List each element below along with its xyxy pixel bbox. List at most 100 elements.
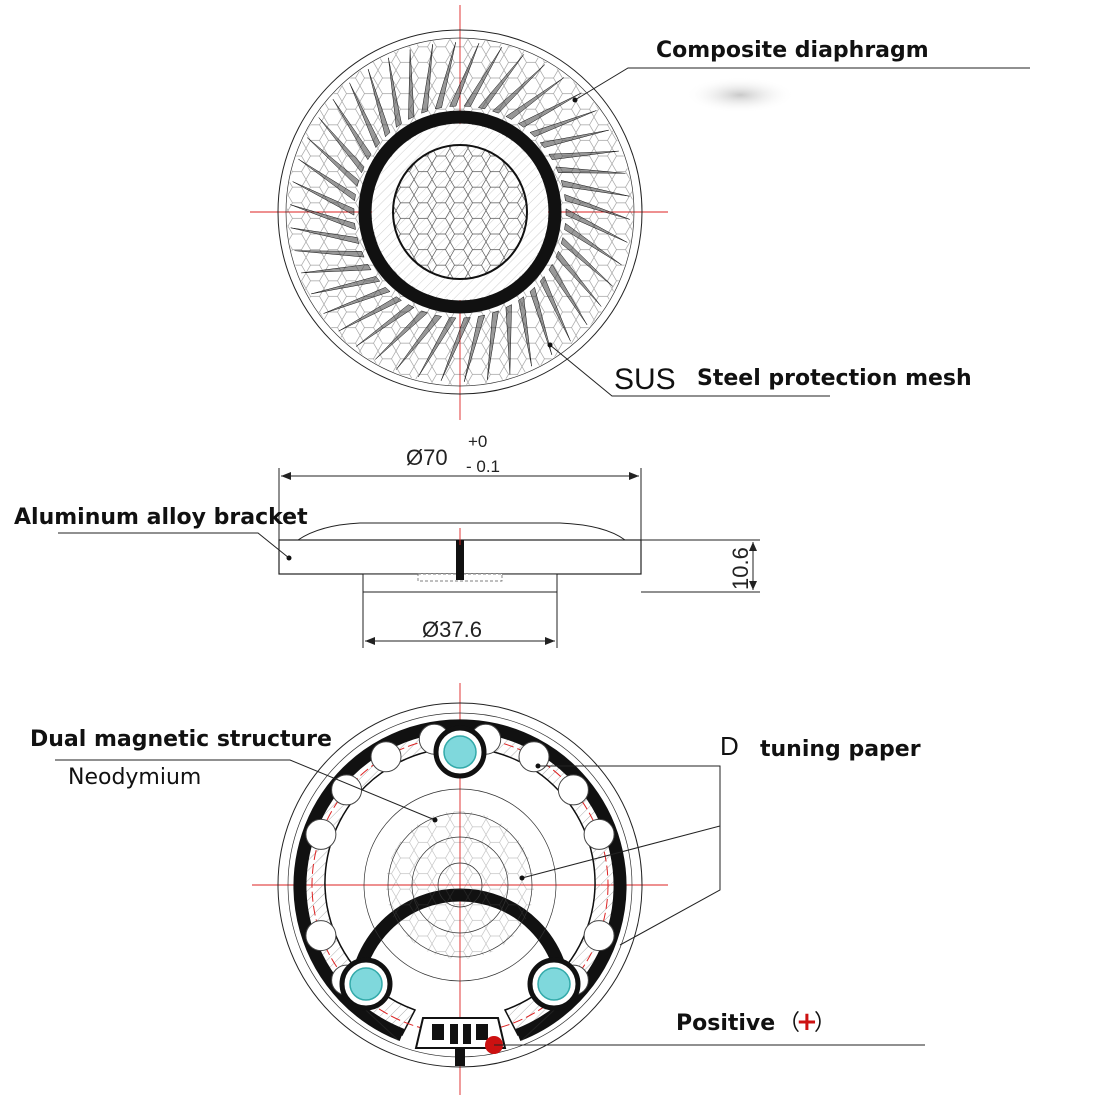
voice-coil-ring xyxy=(358,110,562,314)
blur-smudge xyxy=(685,77,795,113)
diaphragm-rib xyxy=(505,77,565,120)
diaphragm-rib xyxy=(505,304,512,375)
diaphragm-rib xyxy=(529,110,597,137)
positive-label: Positive xyxy=(676,1011,775,1036)
terminal-right xyxy=(527,957,581,1011)
composite-label: Composite diaphragm xyxy=(656,38,929,63)
diaphragm-rib xyxy=(555,250,602,307)
diaphragm-rib xyxy=(492,64,545,114)
sus-dot xyxy=(547,342,553,348)
bottom-view: D tuning paper Dual magnetic structure N… xyxy=(30,683,925,1095)
terminal-block xyxy=(414,1017,507,1066)
tuning-label: tuning paper xyxy=(760,737,921,762)
inner-diameter: Ø37.6 xyxy=(422,617,482,642)
diaphragm-rib xyxy=(555,166,626,174)
diaphragm-rib xyxy=(560,180,630,197)
diaphragm-rib xyxy=(290,204,356,230)
diaphragm-rib xyxy=(565,208,628,243)
sus-leader xyxy=(549,344,830,397)
diaphragm-rib xyxy=(355,304,415,347)
center-ring-3 xyxy=(437,862,483,908)
height-dim: 10.6 xyxy=(728,547,753,590)
diaphragm-rib xyxy=(440,317,471,382)
diaphragm-rib xyxy=(487,310,499,380)
diaphragm-rib xyxy=(367,68,391,138)
bracket-leader xyxy=(58,532,290,559)
vent-hole xyxy=(305,920,337,952)
diaphragm-ribs xyxy=(290,42,630,382)
positive-close-paren: ） xyxy=(814,1011,836,1036)
bottom-outer-rim xyxy=(277,702,643,1068)
sus-label: Steel protection mesh xyxy=(697,366,972,391)
tolerance-upper: +0 xyxy=(468,432,487,451)
diaphragm-rib xyxy=(349,82,381,149)
dome-center xyxy=(392,144,528,280)
outer-rim-inner xyxy=(285,37,635,387)
tuning-leader-1 xyxy=(521,765,721,879)
diaphragm-rib xyxy=(548,263,588,326)
tuning-leader-2 xyxy=(619,826,721,946)
diaphragm-rib xyxy=(311,276,381,295)
center-ring-1 xyxy=(387,812,533,958)
tuning-dot-1 xyxy=(535,763,541,769)
diaphragm-rib xyxy=(318,117,365,174)
diaphragm-rib xyxy=(529,286,553,356)
side-view: Ø70 +0 - 0.1 Aluminum alloy bracket 10.6… xyxy=(14,432,760,648)
diaphragm-rib xyxy=(518,92,582,128)
diaphragm-rib xyxy=(449,42,480,107)
vent-hole xyxy=(583,920,615,952)
diaphragm-rib xyxy=(338,296,402,332)
composite-dot xyxy=(572,97,578,103)
diaphragm-rib xyxy=(463,314,486,382)
diaphragm-rib xyxy=(301,264,372,274)
composite-leader xyxy=(574,67,1030,101)
dome-profile xyxy=(297,522,626,541)
diaphragm-rib xyxy=(434,42,457,110)
dual-magnetic-leader xyxy=(55,759,436,821)
tuning-paper-mesh xyxy=(386,811,534,959)
d-prefix: D xyxy=(720,731,739,761)
tuning-dot-2 xyxy=(519,875,525,881)
vent-hole xyxy=(370,741,402,773)
vent-hole xyxy=(557,774,589,806)
diaphragm-rib xyxy=(417,317,457,377)
positive-sign: + xyxy=(796,1007,818,1037)
terminal-left xyxy=(339,957,393,1011)
neodymium-label: Neodymium xyxy=(68,765,201,790)
diaphragm-rib xyxy=(290,227,360,244)
diaphragm-rib xyxy=(539,129,609,148)
diaphragm-rib xyxy=(307,137,360,187)
diaphragm-rib xyxy=(375,310,428,360)
diaphragm-rib xyxy=(463,47,503,107)
center-post xyxy=(456,540,464,580)
diaphragm-rib xyxy=(388,57,402,128)
sus-prefix: SUS xyxy=(614,363,676,396)
top-view: Composite diaphragm SUS Steel protection… xyxy=(250,5,1030,420)
diaphragm-rib xyxy=(395,314,443,370)
bracket-label: Aluminum alloy bracket xyxy=(14,505,308,530)
diaphragm-rib xyxy=(518,296,532,367)
dual-magnetic-label: Dual magnetic structure xyxy=(30,727,332,752)
vent-hole xyxy=(305,818,337,850)
diaphragm-rib xyxy=(564,222,622,266)
diaphragm-rib xyxy=(332,98,372,161)
diaphragm-rib xyxy=(560,237,613,287)
diaphragm-rib xyxy=(298,158,356,202)
diaphragm-rib xyxy=(539,275,571,342)
vent-hole xyxy=(583,818,615,850)
vent-hole xyxy=(518,741,550,773)
diaphragm-rib xyxy=(548,150,619,160)
diaphragm-rib xyxy=(421,44,433,114)
diaphragm-rib xyxy=(564,194,630,220)
diaphragm-rib xyxy=(292,181,355,216)
center-ring-2 xyxy=(411,836,509,934)
diaphragm-rib xyxy=(477,54,525,110)
diaphragm-rib xyxy=(323,287,391,314)
terminal-top xyxy=(433,725,487,779)
center-pole xyxy=(363,788,557,982)
tolerance-lower: - 0.1 xyxy=(466,457,500,476)
positive-open-paren: （ xyxy=(778,1011,800,1036)
outer-diameter: Ø70 xyxy=(406,445,448,470)
